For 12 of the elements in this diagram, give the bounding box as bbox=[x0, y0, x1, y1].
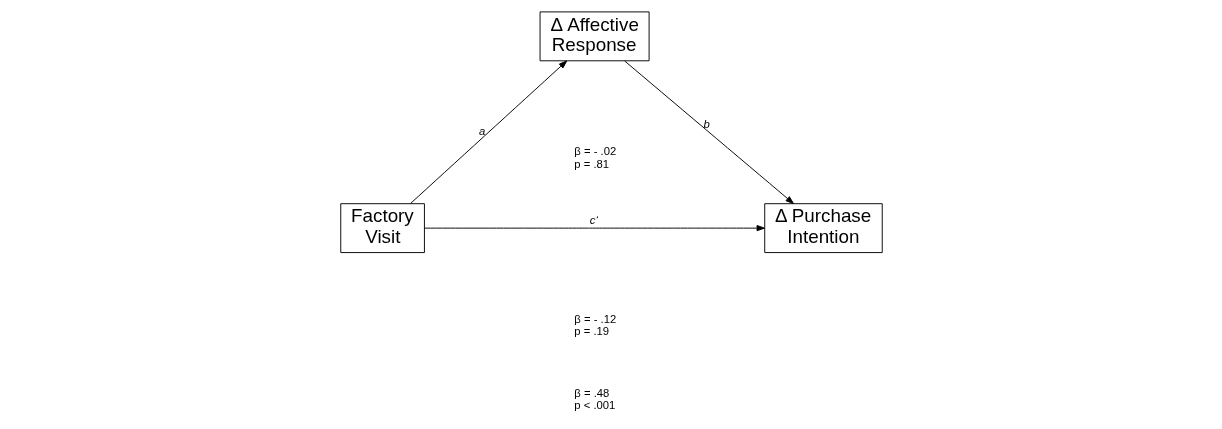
arrow bbox=[623, 60, 794, 204]
label: β = - .12 p = .19 bbox=[573, 312, 616, 337]
label: β = .48 p < .001 bbox=[573, 386, 615, 412]
arrow bbox=[423, 225, 765, 232]
node-box: Δ Purchase Intention bbox=[763, 203, 883, 254]
node-box: Factory Visit bbox=[339, 203, 425, 254]
node-box: Δ Affective Response bbox=[539, 11, 650, 62]
edge-label: a bbox=[478, 124, 485, 137]
edge-label: b bbox=[703, 118, 710, 131]
edge-label: c‘ bbox=[589, 213, 598, 226]
label: β = - .02 p = .81 bbox=[573, 145, 616, 170]
arrow bbox=[409, 60, 567, 204]
